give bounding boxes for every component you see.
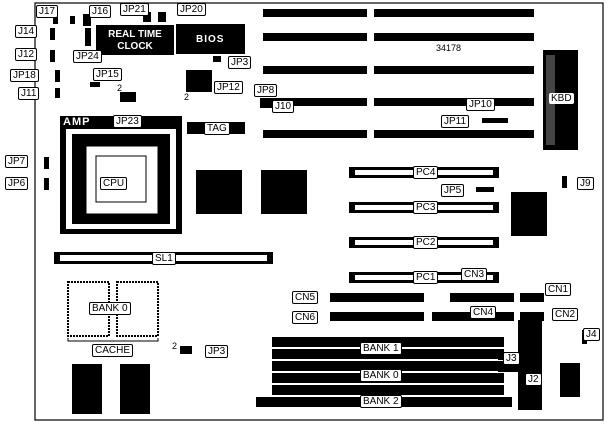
label-jp18: JP18 (10, 69, 39, 82)
label-j2: J2 (525, 373, 542, 386)
label-jp3-top: JP3 (228, 56, 252, 69)
label-j11: J11 (18, 87, 40, 100)
label-kbd: KBD (549, 93, 574, 104)
plcc-chips (196, 170, 547, 236)
label-jp3-bottom: JP3 (205, 345, 229, 358)
label-pc3: PC3 (413, 201, 439, 214)
rtc-label-line2: CLOCK (117, 41, 153, 52)
label-pc2: PC2 (413, 236, 439, 249)
rtc-chip (96, 25, 174, 55)
bios-label: BIOS (196, 34, 225, 45)
bios-chip (176, 24, 245, 54)
label-jp6: JP6 (5, 177, 29, 190)
label-j10: J10 (272, 100, 295, 113)
label-pc1: PC1 (413, 271, 439, 284)
label-j12: J12 (15, 48, 38, 61)
label-j4: J4 (583, 328, 600, 341)
label-jp8: JP8 (254, 84, 278, 97)
label-j16: J16 (89, 5, 112, 18)
label-jp20: JP20 (177, 3, 206, 16)
label-j9: J9 (577, 177, 594, 190)
label-cpu: CPU (100, 177, 128, 190)
label-jp21: JP21 (120, 3, 149, 16)
jp3b-pin-mark: 2 (172, 341, 178, 351)
label-jp7: JP7 (5, 155, 29, 168)
label-jp5: JP5 (441, 184, 465, 197)
label-cn1: CN1 (545, 283, 572, 296)
label-j14: J14 (15, 25, 38, 38)
label-bank0-simm: BANK 0 (360, 369, 402, 382)
jumper-blocks (44, 12, 524, 372)
jp12-pin-mark: 2 (184, 92, 190, 102)
label-cn3: CN3 (461, 268, 488, 281)
rtc-label-line1: REAL TIME (108, 29, 162, 40)
label-jp11: JP11 (441, 115, 470, 128)
ide-connectors (330, 293, 544, 321)
label-cache: CACHE (92, 344, 134, 357)
label-jp15: JP15 (93, 68, 122, 81)
label-bank0-cache: BANK 0 (89, 302, 131, 315)
label-cn2: CN2 (552, 308, 579, 321)
label-jp24: JP24 (73, 50, 102, 63)
pci-slots (349, 167, 499, 283)
label-cn6: CN6 (292, 311, 319, 324)
label-sl1: SL1 (152, 252, 176, 265)
cpu-socket (60, 116, 182, 234)
label-cn5: CN5 (292, 291, 319, 304)
label-jp10: JP10 (466, 98, 495, 111)
cpu-brand: AMP (63, 116, 91, 128)
label-j3: J3 (503, 352, 520, 365)
label-bank1: BANK 1 (360, 342, 402, 355)
label-jp12: JP12 (214, 81, 243, 94)
label-jp23: JP23 (113, 115, 142, 128)
jp15-pin-mark: 2 (117, 83, 123, 93)
label-pc4: PC4 (413, 166, 439, 179)
isa-slots (263, 9, 534, 138)
label-tag: TAG (204, 122, 230, 135)
label-j17: J17 (36, 5, 59, 18)
label-bank2: BANK 2 (360, 395, 402, 408)
label-cn4: CN4 (470, 306, 497, 319)
board-outline (34, 2, 604, 421)
board-number: 34178 (436, 43, 462, 53)
